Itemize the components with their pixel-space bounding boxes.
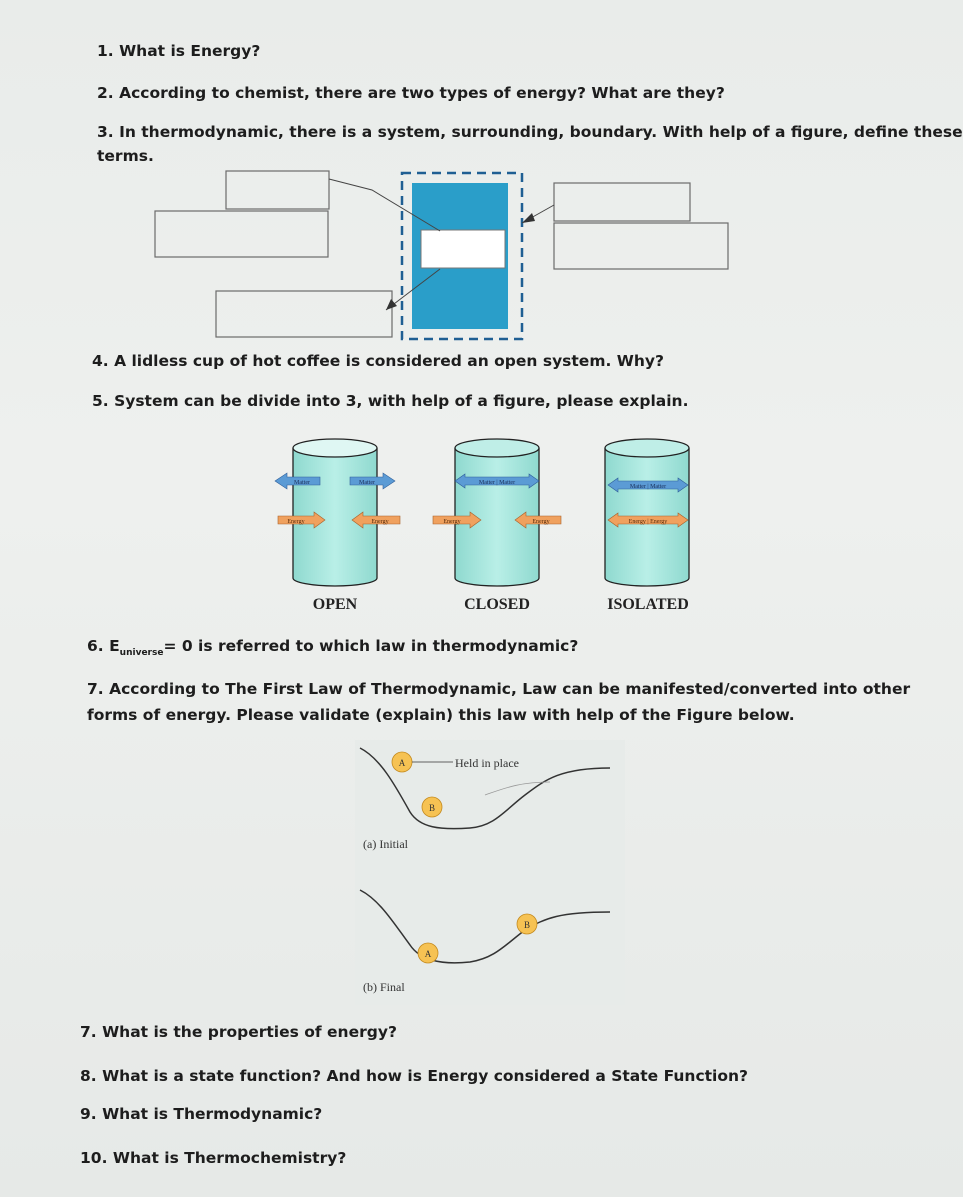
question-7b: 7. What is the properties of energy? [80,1023,397,1041]
question-6-subscript: universe [119,648,164,659]
open-matter-out-arrow: Matter [274,472,321,490]
answer-box-2 [154,210,329,258]
initial-state: A Held in place B (a) Initial [359,747,611,851]
open-energy-out-arrow: Energy [351,511,401,529]
open-system: Matter Matter Energy Energy OPEN [274,438,401,613]
open-cylinder-top [292,438,378,458]
question-10: 10. What is Thermochemistry? [80,1149,347,1167]
potential-energy-figure: A Held in place B (a) Initial B A (b) Fi… [355,740,625,1005]
open-matter-label-left: Matter [294,480,310,486]
ball-b-initial [421,796,443,818]
open-matter-in-arrow: Matter [349,472,396,490]
ball-a-label-initial: A [399,758,406,768]
closed-matter-arrow: Matter | Matter [454,473,540,489]
isolated-cylinder-lid [604,438,690,458]
isolated-matter-label: Matter | Matter [630,484,666,490]
open-energy-label-left: Energy [287,519,304,525]
final-state: B A (b) Final [359,889,611,994]
closed-matter-label: Matter | Matter [479,480,515,486]
open-matter-label-right: Matter [359,480,375,486]
answer-box-3 [215,290,393,338]
isolated-system: Matter | Matter Energy | Energy ISOLATED [604,438,690,613]
final-track [359,889,611,964]
closed-energy-in-arrow: Energy [432,511,482,529]
boundary-dashed-line [400,171,524,341]
ball-b-final [516,913,538,935]
initial-caption: (a) Initial [363,837,409,851]
open-energy-in-arrow: Energy [277,511,326,529]
system-types-figure: Matter Matter Energy Energy OPEN Matter … [274,438,690,613]
ball-b-label-final: B [524,920,530,930]
arrowhead-icon [386,299,397,310]
pointer-line-boundary [385,268,441,311]
isolated-matter-arrow: Matter | Matter [607,477,689,493]
closed-cylinder-lid [454,438,540,458]
answer-box-4 [553,182,691,222]
held-in-place-label: Held in place [455,756,519,770]
closed-energy-label-left: Energy [443,519,460,525]
question-3-line-2: terms. [97,147,154,165]
isolated-label: ISOLATED [607,596,689,613]
open-label: OPEN [313,596,358,613]
question-4: 4. A lidless cup of hot coffee is consid… [92,352,664,370]
closed-energy-out-arrow: Energy [514,511,562,529]
question-1: 1. What is Energy? [97,42,261,60]
question-7-line-1: 7. According to The First Law of Thermod… [87,680,911,698]
question-2: 2. According to chemist, there are two t… [97,84,725,102]
final-caption: (b) Final [363,980,405,994]
closed-label: CLOSED [464,596,530,613]
isolated-energy-label: Energy | Energy [629,519,668,525]
isolated-energy-arrow: Energy | Energy [607,512,689,528]
system-answer-box [420,229,506,269]
question-6-prefix: 6. E [87,637,120,655]
closed-energy-label-right: Energy [532,519,549,525]
answer-boxes [154,170,729,338]
question-9: 9. What is Thermodynamic? [80,1105,323,1123]
open-energy-label-right: Energy [371,519,388,525]
question-8: 8. What is a state function? And how is … [80,1067,749,1085]
initial-track [359,747,611,830]
answer-box-5 [553,222,729,270]
question-6-suffix: = 0 is referred to which law in thermody… [163,637,579,655]
ball-b-label-initial: B [429,803,435,813]
figure-background [355,740,625,1005]
question-5: 5. System can be divide into 3, with hel… [92,392,689,410]
answer-box-1 [225,170,330,210]
initial-track-shadow [484,781,551,796]
ball-a-label-final: A [425,949,432,959]
ball-a-final [417,942,439,964]
question-3-line-1: 3. In thermodynamic, there is a system, … [97,123,963,141]
arrowhead-icon [522,213,535,223]
closed-system: Matter | Matter Energy Energy CLOSED [432,438,562,613]
system-surrounding-figure [154,170,729,341]
question-7-line-2: forms of energy. Please validate (explai… [87,706,795,724]
question-6: 6. Euniverse= 0 is referred to which law… [87,633,578,666]
pointer-line-system [328,178,441,232]
